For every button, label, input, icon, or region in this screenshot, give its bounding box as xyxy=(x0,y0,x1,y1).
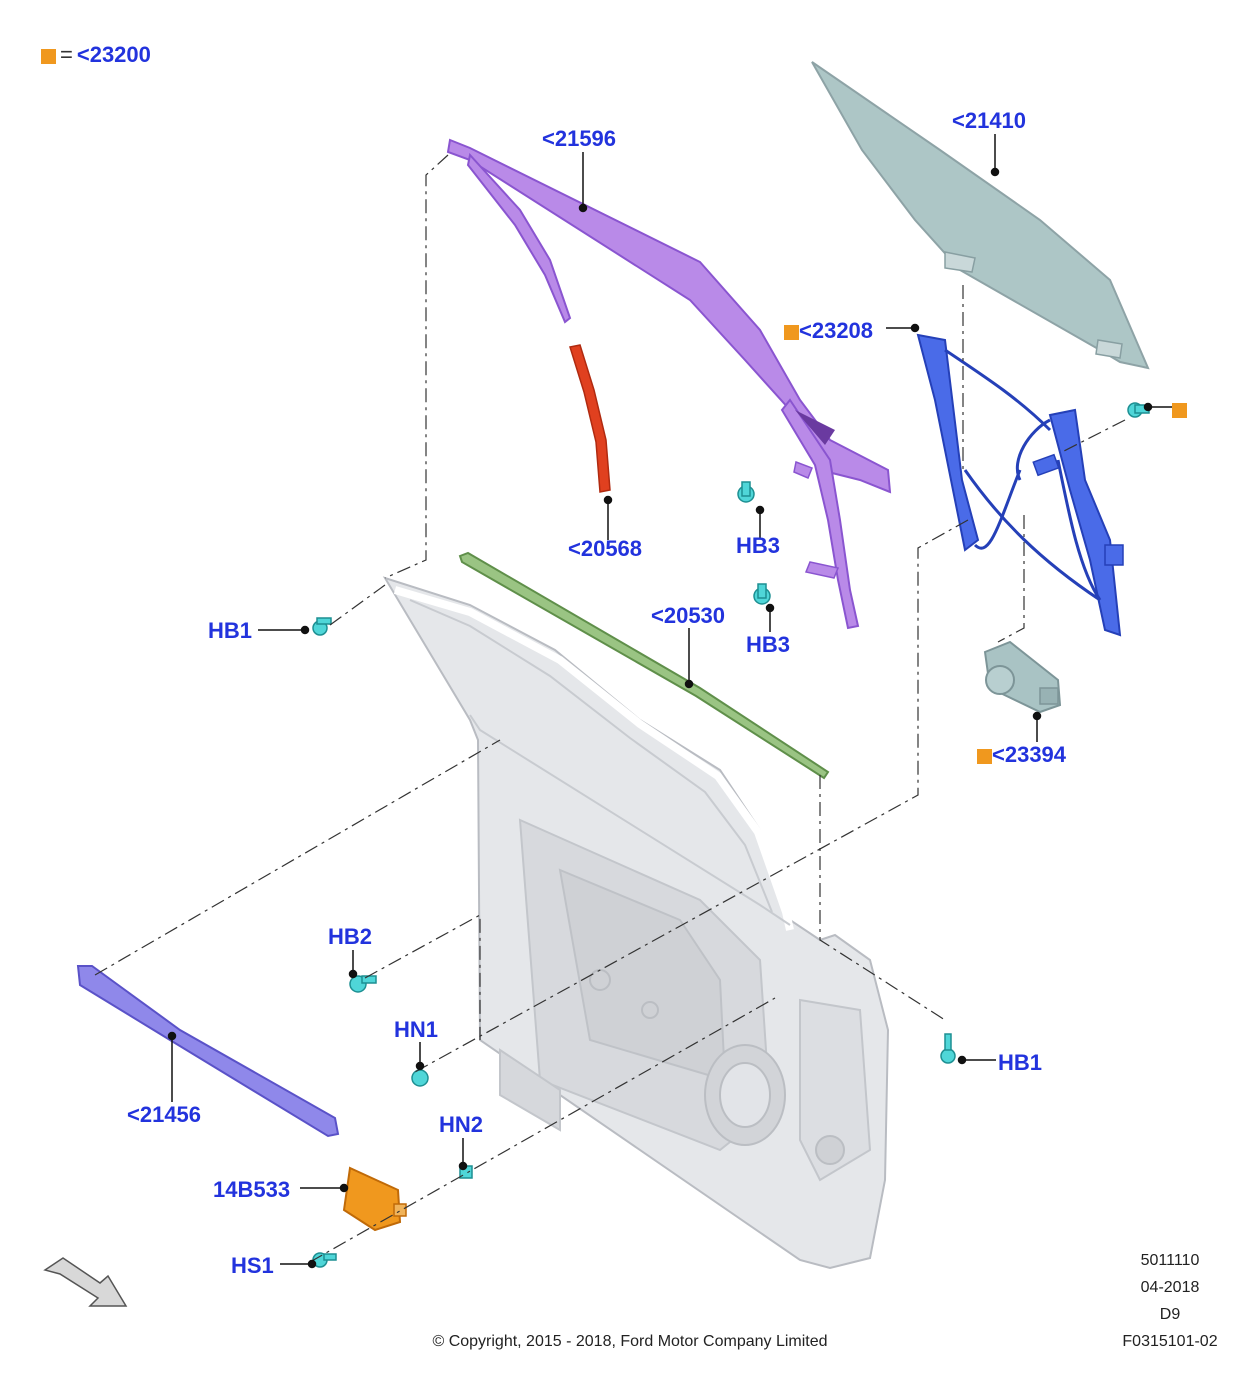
illustration-revision: D9 xyxy=(1159,1306,1181,1323)
door-window-glass xyxy=(811,61,1150,370)
callout-23208-text: <23208 xyxy=(799,318,874,343)
callout-14b533: 14B533 xyxy=(213,1177,291,1202)
legend-code: <23200 xyxy=(76,42,151,67)
bolt-regulator xyxy=(1127,402,1150,418)
screw-hs1 xyxy=(312,1252,337,1268)
fasteners xyxy=(312,402,1150,1268)
bolt-hb1-right xyxy=(940,1033,956,1064)
bolt-hb3-lower xyxy=(753,583,771,605)
window-control-module xyxy=(342,1166,407,1232)
callout-bolt-marker xyxy=(1172,398,1187,420)
callout-hb1-left: HB1 xyxy=(208,618,253,643)
legend: =<23200 xyxy=(41,42,151,68)
callout-20568: <20568 xyxy=(568,536,643,561)
callout-23394-text: <23394 xyxy=(992,742,1067,767)
orange-square-marker xyxy=(41,48,56,64)
illustration-number: 5011110 xyxy=(1140,1252,1200,1269)
figure-id: F0315101-02 xyxy=(1122,1333,1218,1350)
orange-square-marker xyxy=(1172,402,1187,418)
callout-hb3-upper: HB3 xyxy=(736,533,781,558)
callout-23394: <23394 xyxy=(977,744,1066,766)
copyright-notice: © Copyright, 2015 - 2018, Ford Motor Com… xyxy=(432,1333,828,1350)
callout-hb2: HB2 xyxy=(328,924,373,949)
nut-hn1 xyxy=(411,1069,429,1087)
belt-molding xyxy=(76,965,340,1138)
callout-23208: <23208 xyxy=(784,320,873,342)
direction-arrow-icon xyxy=(43,1257,128,1307)
callout-21410: <21410 xyxy=(952,108,1027,133)
callout-21596: <21596 xyxy=(542,126,617,151)
callout-21456: <21456 xyxy=(127,1102,202,1127)
bolt-hb2 xyxy=(349,975,377,993)
callout-hn2: HN2 xyxy=(439,1112,484,1137)
alignment-lines xyxy=(94,154,1126,1263)
bolt-hb1-left xyxy=(312,617,332,636)
callout-hb3-lower: HB3 xyxy=(746,632,791,657)
leader-lines xyxy=(167,134,1172,1269)
window-regulator xyxy=(916,333,1124,637)
callout-hs1: HS1 xyxy=(231,1253,274,1278)
orange-square-marker xyxy=(784,324,799,340)
run-channel-seal xyxy=(569,344,611,493)
callout-hb1-right: HB1 xyxy=(998,1050,1043,1075)
callout-20530: <20530 xyxy=(651,603,726,628)
illustration-date: 04-2018 xyxy=(1140,1279,1200,1296)
callout-hn1: HN1 xyxy=(394,1017,439,1042)
belt-weatherstrip xyxy=(458,551,830,780)
door-inner-panel xyxy=(382,576,890,1270)
bolt-hb3-upper xyxy=(737,481,755,503)
legend-equals: = xyxy=(60,42,73,67)
orange-square-marker xyxy=(977,748,992,764)
window-motor xyxy=(983,640,1062,714)
glass-run-channel xyxy=(446,138,892,630)
